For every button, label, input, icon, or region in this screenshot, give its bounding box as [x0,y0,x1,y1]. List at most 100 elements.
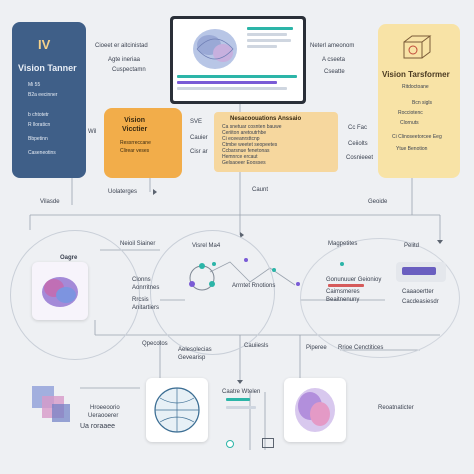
node-dot [244,258,248,262]
card-line: B2a eecinner [28,92,58,98]
node-dot [272,268,276,272]
card-line: Clirear veses [120,148,150,154]
label: Neterl ameonom [310,43,355,49]
label: Neioil Siainer [120,241,156,247]
label: Cacdeasiesdr [402,299,439,305]
label: Cseatte [324,69,345,75]
card-line: Ccbarsnue fenetonas [222,148,270,154]
card-line: Ci Clinoseetorcee Eeg [392,134,442,140]
box-node [262,438,274,448]
progress-bar [247,33,287,36]
label: Cauiiesls [244,343,269,349]
vision-tanner-card: IV Vision Tanner Mi 55 B2a eecinner b ch… [12,22,86,178]
card-line: Hemnrce ercaut [222,154,258,160]
card-line: Bcn sigls [412,100,433,106]
label: Clonns Aonrritnes [132,277,160,292]
label: Cuspectamn [112,67,146,73]
label: Beaitnenuny [326,297,360,303]
card-line: R lloraticn [28,122,51,128]
label: Gevearisp [178,355,206,361]
label: Hroeeoorio [90,405,120,411]
brain-scan-thumbnail [284,378,346,442]
brain-scan-icon [295,388,335,432]
layered-shapes-icon [32,386,70,422]
progress-bar [177,75,297,78]
background-ring [300,238,460,358]
cube-icon [403,35,432,59]
card-line: Ca snetuar cosnten bauwe [222,124,282,130]
card-title: Vision Vicctier [122,117,148,134]
card-line: b chtotetr [28,112,49,118]
card-line: Mi 55 [28,82,41,88]
label: Reoatnaticter [378,405,414,411]
label: Magpetites [328,241,358,247]
label: Oagre [60,255,78,261]
card-line: Ceriiton aretoutrhbe [222,130,267,136]
label: Rrcsis Anitartiers [132,297,160,312]
card-line: Ytue Benotion [396,146,428,152]
label: Caaaoertter [402,289,434,295]
vision-transformer-card: Vision Tarsformer Ritdoctoane Bcn sigls … [378,24,460,178]
card-logo: IV [38,37,51,52]
label: Arrntet Rnotions [232,283,276,289]
card-title: Nesacoouations Anssaio [230,116,302,122]
brain-icon [42,277,78,307]
note-card: Nesacoouations Anssaio Ca snetuar cosnte… [214,112,338,172]
label: Caimsmeres [326,289,360,295]
bar-red [328,284,364,287]
chip-panel [396,262,446,282]
card-line: Caseneotins [28,150,56,156]
card-line: Bbpetinn [28,136,48,142]
label: Caunt [252,187,269,193]
label: Ueraooerer [88,413,119,419]
brain-thumbnail [32,262,88,320]
card-title: Vision Tanner [18,63,77,73]
card-line: Rocciotenc [398,110,423,116]
card-subtitle: Ritdoctoane [402,84,429,90]
progress-bar [247,45,277,48]
brain-visualization-icon [193,29,237,69]
network-icon [189,263,215,291]
progress-bar [226,398,250,401]
label: Rrioe Cenctitices [338,345,384,351]
label: Ceiiolts [348,141,368,147]
label: A cseeta [322,57,346,63]
label: Qpecotos [142,341,168,347]
label: Cisr ar [190,149,208,155]
label: Cauier [190,135,208,141]
label: Piperee [306,345,327,351]
card-line: Ctmbe weetet seopeetes [222,142,278,148]
label: Aelesolecias [178,347,212,353]
label: Caatre Wtelen [222,389,261,395]
card-title: Vision Tarsformer [382,70,450,79]
card-line: Ci eceeanrsttcnp [222,136,260,142]
label: Wil [88,129,97,135]
vision-vicctier-card: Vision Vicctier Ressrreccane Clirear ves… [104,108,182,178]
progress-bar [247,27,293,30]
label: Visrel Ma4 [192,243,221,249]
background-ring [10,230,140,360]
label: Gonunuuer Geionioy [326,277,382,283]
label: Uolaterges [108,189,138,195]
monitor-display [170,16,306,104]
card-line: Gelsaoeer Eoosses [222,160,266,166]
card-line: Clornuts [400,120,419,126]
card-line: Ressrreccane [120,140,151,146]
label: Cc Fac [348,125,368,131]
globe-icon [154,387,200,433]
progress-bar [177,81,277,84]
progress-bar [247,39,291,42]
label: Agte ineriaa [108,57,141,63]
label: SVE [190,119,203,125]
label: Cosnieeet [346,155,374,161]
progress-bar [177,87,287,90]
label: Geoide [368,199,388,205]
node-dot [226,440,234,448]
progress-bar [226,406,256,409]
background-ring [150,230,275,355]
node-dot [340,262,344,266]
label: Ua roraaee [80,423,116,430]
node-dot [212,262,216,266]
label: Cioeet er aitcinistad [95,43,148,49]
node-dot [296,282,300,286]
